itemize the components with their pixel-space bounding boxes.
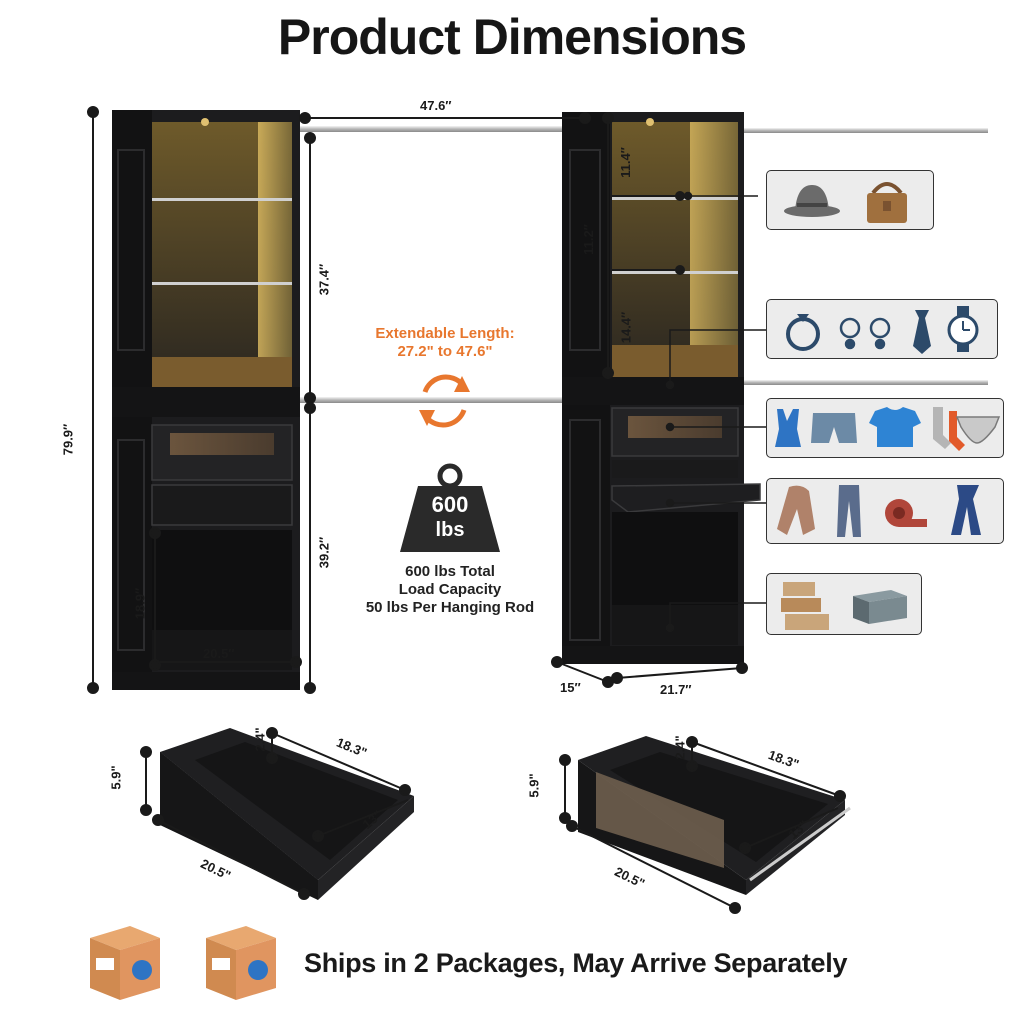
extendable-length-range: 27.2" to 47.6": [397, 343, 493, 360]
page-title: Product Dimensions: [277, 9, 747, 65]
left-tower: [112, 110, 300, 690]
packages-illustration: [90, 926, 276, 1000]
rod-width-label: 47.6″: [420, 98, 452, 113]
tie-icon: [913, 310, 931, 354]
shipping-note: Ships in 2 Packages, May Arrive Separate…: [304, 948, 848, 978]
drawer-left-illustration: [160, 728, 414, 900]
ring-icon: [786, 314, 820, 351]
right-tower: [562, 112, 761, 664]
load-capacity-line1: 600 lbs Total: [405, 563, 495, 580]
shorts-icon: [811, 413, 857, 443]
handbag-icon: [867, 182, 907, 223]
weight-icon: [400, 463, 500, 552]
blanket-icon: [885, 499, 927, 527]
swimsuit-icon: [775, 409, 801, 447]
unit-width-label: 21.7″: [660, 682, 692, 697]
storage-boxes-icon: [781, 582, 829, 630]
earrings-icon: [839, 317, 891, 350]
icon-panel-folded: [766, 478, 1004, 544]
total-height-label: 79.9″: [60, 423, 76, 456]
drawer-right-inner-height-label: 2.4": [672, 735, 688, 760]
drawer-right-illustration: [578, 736, 851, 895]
load-capacity-line3: 50 lbs Per Hanging Rod: [365, 599, 535, 616]
icon-panel-clothing: [766, 398, 1004, 458]
upper-open-label: 37.4″: [316, 263, 332, 296]
icon-panel-jewelry: [766, 299, 998, 359]
hat-icon: [784, 185, 840, 217]
drawer-left-inner-height-label: 2.4": [252, 727, 268, 752]
weight-unit: lbs: [435, 519, 465, 541]
bottom-cubby-height-label: 18.9″: [132, 587, 148, 620]
icon-panel-accessories: [766, 170, 934, 230]
icon-panel-storage: [766, 573, 922, 635]
drawer-left-height-label: 5.9": [108, 765, 124, 790]
weight-value: 600: [431, 492, 469, 517]
jeans-icon: [837, 485, 861, 537]
package-box-icon: [206, 926, 276, 1000]
package-box-icon: [90, 926, 160, 1000]
load-capacity-line2: Load Capacity: [398, 581, 502, 598]
extendable-length-title: Extendable Length:: [375, 325, 515, 342]
scarf-icon: [951, 485, 981, 535]
watch-icon: [947, 306, 979, 352]
extend-arrows-icon: [422, 374, 467, 428]
drawer-right-height-label: 5.9": [526, 773, 542, 798]
mid-shelf-label: 11.2″: [580, 224, 596, 255]
shawl-icon: [777, 485, 815, 535]
low-shelf-label: 14.4″: [618, 311, 634, 344]
top-shelf-label: 11.4″: [617, 147, 633, 178]
depth-label: 15″: [560, 680, 581, 695]
shoebox-icon: [853, 590, 907, 624]
tshirt-icon: [869, 407, 921, 447]
bottom-cubby-width-label: 20.5″: [203, 646, 235, 661]
underwear-icon: [955, 416, 1001, 444]
socks-icon: [933, 407, 965, 451]
